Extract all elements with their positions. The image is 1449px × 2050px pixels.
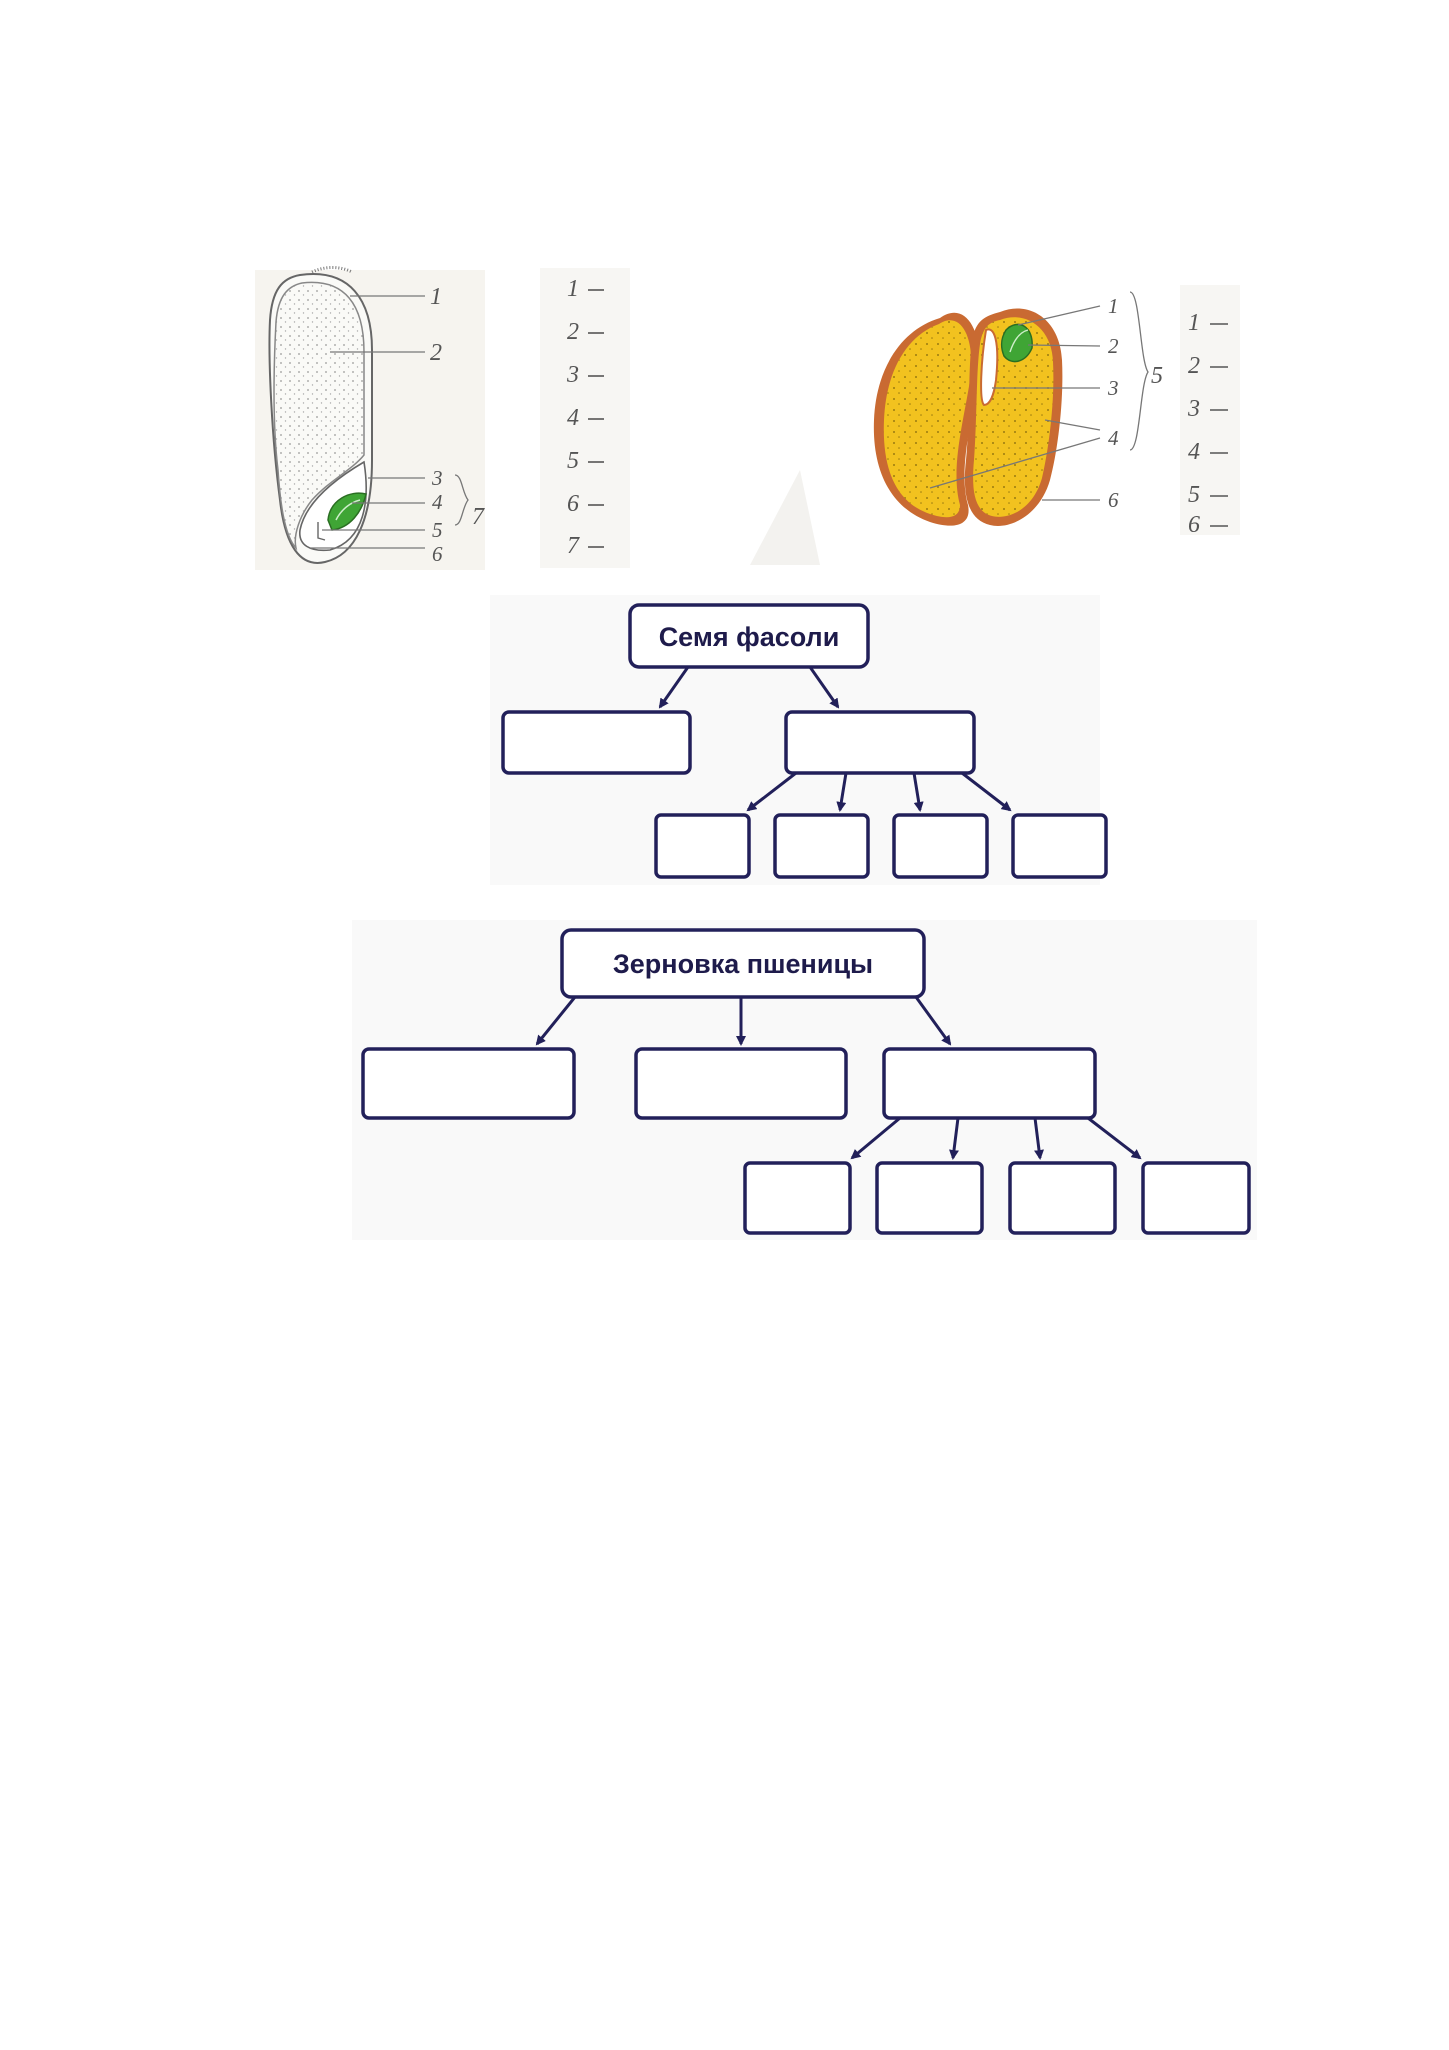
bean-label-1: 1: [1108, 294, 1119, 318]
bean-leader-4b: [929, 437, 1101, 489]
wheat-label-1: 1: [430, 284, 442, 310]
wheat-label-7: 7: [472, 504, 485, 530]
bean-label-2: 2: [1108, 334, 1119, 358]
bean-answer-4: 4: [1188, 439, 1200, 465]
bean-left-texture: [883, 320, 972, 518]
bean-label-5: 5: [1151, 363, 1163, 389]
wheat-sub-box-4[interactable]: [1141, 1161, 1251, 1235]
wheat-answer-1: 1: [567, 276, 579, 302]
bean-answer-2: 2: [1188, 353, 1200, 379]
scan-artifact: [750, 470, 820, 565]
wheat-title-box: [560, 928, 926, 999]
bean-answer-5: 5: [1188, 482, 1200, 508]
bean-chart-title: Семя фасоли: [659, 622, 840, 652]
bean-brace-5: [1129, 291, 1149, 451]
bean-embryo-leaves: [1000, 323, 1033, 363]
bean-answer-6: 6: [1188, 512, 1200, 538]
bean-sub-box-4[interactable]: [1011, 813, 1108, 879]
bean-sub-arrow-3: [912, 772, 924, 812]
bean-radicle: [980, 328, 999, 407]
wheat-answer-box-2[interactable]: [634, 1047, 848, 1120]
wheat-answer-box-1[interactable]: [361, 1047, 576, 1120]
wheat-label-6: 6: [432, 542, 443, 566]
wheat-brace-7: [454, 474, 469, 526]
bean-arrow-right: [808, 666, 840, 709]
wheat-sub-arrow-2: [949, 1117, 960, 1160]
bean-title-box: [628, 603, 870, 669]
wheat-arrow-left: [535, 996, 577, 1046]
wheat-arrow-right: [914, 996, 952, 1046]
bean-leader-2: [1027, 344, 1101, 347]
wheat-label-5: 5: [432, 518, 443, 542]
bean-label-3: 3: [1107, 376, 1119, 400]
wheat-answer-3: 3: [566, 362, 579, 388]
bean-answer-1: 1: [1188, 310, 1200, 336]
bean-sub-box-3[interactable]: [892, 813, 989, 879]
wheat-answer-column-bg: [540, 268, 630, 568]
bean-label-6: 6: [1108, 488, 1119, 512]
wheat-answer-column: 1 2 3 4 5 6 7: [540, 268, 630, 568]
wheat-sub-box-2[interactable]: [875, 1161, 984, 1235]
wheat-grain-hairs: [311, 266, 353, 274]
bean-sub-arrow-4: [961, 771, 1012, 812]
bean-embryo-vein: [1009, 329, 1029, 353]
wheat-sub-box-1[interactable]: [743, 1161, 852, 1235]
bean-label-4: 4: [1108, 426, 1119, 450]
wheat-sub-box-3[interactable]: [1008, 1161, 1117, 1235]
wheat-structure-chart: Зерновка пшеницы: [352, 920, 1257, 1240]
bean-answer-3: 3: [1187, 396, 1200, 422]
wheat-answer-2: 2: [567, 319, 579, 345]
bean-answer-box-1[interactable]: [501, 710, 692, 775]
bean-structure-chart: Семя фасоли: [490, 595, 1108, 885]
wheat-grain-endosperm: [273, 281, 365, 551]
bean-leader-4a: [1044, 419, 1101, 431]
bean-leader-1: [1017, 305, 1101, 326]
bean-arrow-left: [658, 666, 690, 709]
wheat-label-4: 4: [432, 490, 443, 514]
bean-sub-box-2[interactable]: [773, 813, 870, 879]
wheat-grain-illustration: 1 2 3 4 5 6 7: [255, 266, 485, 570]
wheat-chart-title: Зерновка пшеницы: [613, 949, 873, 979]
wheat-answer-6: 6: [567, 491, 579, 517]
wheat-answer-5: 5: [567, 448, 579, 474]
wheat-embryo-leaf-vein: [335, 499, 361, 521]
wheat-label-2: 2: [430, 340, 442, 366]
wheat-sub-arrow-1: [850, 1116, 901, 1160]
bean-sub-arrow-2: [836, 772, 848, 812]
wheat-sub-arrow-3: [1033, 1117, 1044, 1160]
bean-seed-illustration: 1 2 3 4 5 6: [873, 291, 1163, 526]
wheat-answer-box-3[interactable]: [882, 1047, 1097, 1120]
bean-sub-box-1[interactable]: [654, 813, 751, 879]
bean-answer-box-2[interactable]: [784, 710, 976, 775]
wheat-sub-arrow-4: [1087, 1116, 1142, 1160]
bean-answer-column: 1 2 3 4 5 6: [1180, 285, 1240, 538]
wheat-answer-7: 7: [567, 533, 580, 559]
wheat-embryo-root: [317, 522, 326, 541]
wheat-answer-4: 4: [567, 405, 579, 431]
bean-sub-arrow-1: [746, 771, 797, 812]
wheat-label-3: 3: [431, 466, 443, 490]
